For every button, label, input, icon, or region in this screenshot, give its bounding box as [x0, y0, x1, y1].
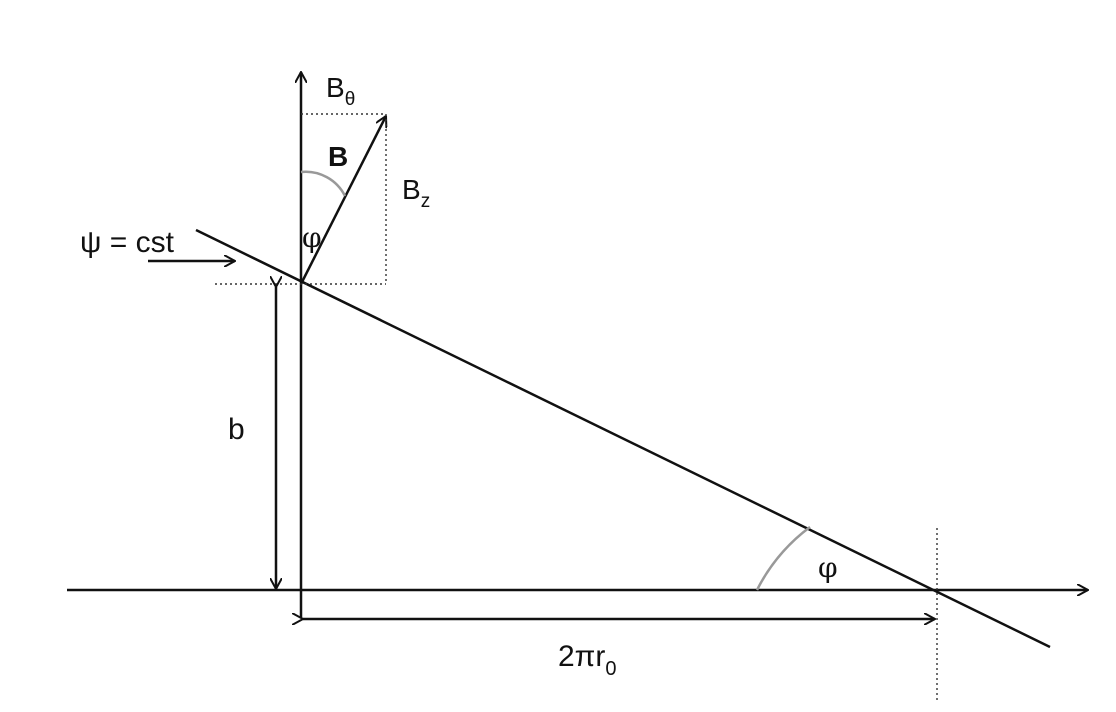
b-vector-arrow	[299, 116, 386, 285]
label-b: b	[228, 413, 245, 446]
flux-surface-line	[195, 228, 1051, 649]
dotted-guides	[215, 113, 938, 700]
label-two-pi-r0: 2πr0	[558, 640, 617, 680]
label-psi-cst: ψ = cst	[80, 226, 175, 259]
angle-arc-bottom	[755, 525, 811, 591]
label-phi-top: φ	[302, 221, 322, 254]
label-b-vector: B	[328, 141, 348, 172]
angle-arc-top	[300, 170, 347, 197]
label-b-theta: Bθ	[326, 72, 355, 110]
label-b-z: Bz	[402, 174, 430, 212]
label-phi-bottom: φ	[818, 551, 838, 584]
